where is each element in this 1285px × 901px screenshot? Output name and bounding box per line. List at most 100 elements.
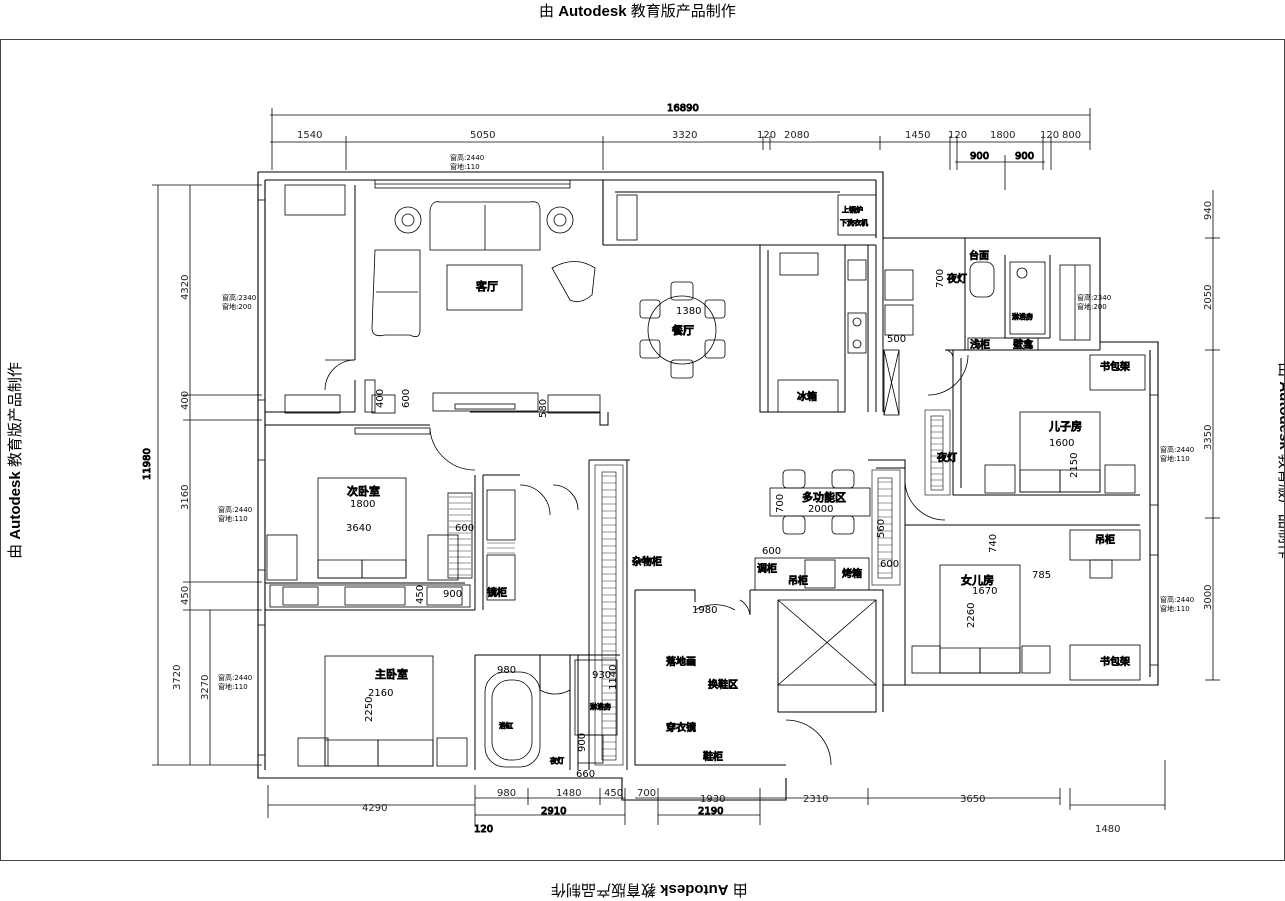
bottom-dimension-lines: [267, 760, 1166, 825]
room-shoe-area: 换鞋区: [708, 678, 738, 691]
dim-top-5: 1450: [905, 130, 930, 141]
dim-inner-d2260: 2260: [966, 603, 977, 628]
label-washer: 下洗衣机: [840, 218, 868, 227]
dim-top-9: 800: [1062, 130, 1081, 141]
window-note-w_bath-1: 窗地:200: [1077, 302, 1107, 311]
label-bookshelf-2: 书包架: [1100, 655, 1130, 668]
dim-inner-d3640: 3640: [346, 523, 371, 534]
window-note-w_living-1: 窗地:200: [222, 302, 252, 311]
living-furniture: [284, 184, 601, 414]
kitchen-furniture: [777, 252, 900, 416]
top-dimension-lines: [270, 108, 1091, 190]
dim-right-2: 3350: [1203, 425, 1214, 450]
dim-top-6: 120: [948, 130, 967, 141]
dim-inner-d600b: 600: [455, 523, 474, 534]
dim-inner-d450: 450: [415, 585, 426, 604]
dim-left-inner: 3270: [200, 675, 211, 700]
dim-bottom-120: 120: [474, 824, 493, 835]
dim-right-0: 940: [1203, 201, 1214, 220]
dim-bottom-1: 980: [497, 788, 516, 799]
dim-left-3: 450: [180, 586, 191, 605]
label-night-light-1: 夜灯: [947, 272, 967, 285]
dim-inner-d700b: 700: [935, 269, 946, 288]
window-note-w_top-1: 窗地:110: [450, 162, 480, 171]
dim-inner-d740: 740: [988, 534, 999, 553]
label-seasoning-cabinet: 调柜: [757, 562, 777, 575]
multi-area-furniture: [754, 469, 877, 686]
dim-inner-d1670: 1670: [972, 586, 997, 597]
label-boiler: 上锅炉: [842, 205, 863, 214]
window-note-w_living-0: 窗高:2340: [222, 293, 256, 302]
dim-inner-d1980: 1980: [692, 605, 717, 616]
dim-left-2: 3160: [180, 485, 191, 510]
second-bedroom-furniture: [266, 477, 516, 608]
right-dimension-lines: [1205, 190, 1220, 681]
dim-top-sub-1: 900: [970, 151, 989, 162]
window-note-w_second-0: 窗高:2440: [218, 505, 252, 514]
dim-inner-d2250: 2250: [364, 697, 375, 722]
dim-top-total: 16890: [667, 103, 699, 114]
dim-left-1: 400: [180, 391, 191, 410]
label-night-light-3: 夜灯: [550, 756, 564, 765]
dim-inner-d700a: 700: [775, 494, 786, 513]
room-shower-top: 淋浴房: [1012, 312, 1033, 321]
room-dining: 餐厅: [672, 323, 694, 337]
dim-bottom-2: 1480: [556, 788, 581, 799]
room-second-bedroom: 次卧室: [347, 484, 380, 498]
left-dimension-lines: [152, 184, 262, 766]
label-dress-mirror: 穿衣镜: [666, 721, 696, 734]
dim-inner-d2160: 2160: [368, 688, 393, 699]
dim-inner-d600c: 600: [880, 559, 899, 570]
label-fridge: 冰箱: [797, 390, 817, 403]
master-bedroom-furniture: [297, 655, 618, 768]
dim-top-4: 2080: [784, 130, 809, 141]
dim-left-4: 3720: [172, 665, 183, 690]
label-wall-niche: 壁龛: [1013, 338, 1033, 351]
dim-inner-d1600: 1600: [1049, 438, 1074, 449]
label-night-light-2: 夜灯: [937, 451, 957, 464]
dim-top-2: 3320: [672, 130, 697, 141]
label-shoe-cabinet: 鞋柜: [703, 750, 723, 763]
window-note-w_son-0: 窗高:2440: [1160, 445, 1194, 454]
room-son: 儿子房: [1049, 420, 1082, 433]
dim-left-total: 11980: [142, 448, 153, 480]
dim-top-0: 1540: [297, 130, 322, 141]
dim-bottom-8: 1480: [1095, 824, 1120, 835]
storage-racks: [594, 409, 951, 766]
viewport-frame: [0, 39, 1285, 861]
dim-right-3: 3000: [1203, 585, 1214, 610]
dim-bottom-7: 3650: [960, 794, 985, 805]
dim-bottom-0: 4290: [362, 803, 387, 814]
window-note-w_bath-0: 窗高:2340: [1077, 293, 1111, 302]
outer-walls: [257, 171, 1159, 801]
interior-walls: [265, 185, 1140, 770]
label-shallow-cabinet: 浅柜: [970, 338, 990, 351]
window-note-w_son-1: 窗地:110: [1160, 454, 1190, 463]
dim-inner-d2000: 2000: [808, 504, 833, 515]
dim-inner-d580: 580: [538, 399, 549, 418]
dim-inner-d930: 930: [592, 670, 611, 681]
label-oven: 烤箱: [842, 567, 862, 580]
room-shower-master: 淋浴房: [590, 702, 611, 711]
dim-bottom2-1: 2910: [541, 806, 566, 817]
dim-bottom-6: 2310: [803, 794, 828, 805]
dim-inner-d900: 900: [443, 589, 462, 600]
dim-bottom2-2: 2190: [698, 806, 723, 817]
label-hanging-cabinet-1: 吊柜: [1095, 533, 1115, 546]
dim-inner-d2150: 2150: [1069, 453, 1080, 478]
dim-top-1: 5050: [470, 130, 495, 141]
doors: [324, 349, 969, 766]
dim-left-0: 4320: [180, 275, 191, 300]
dim-inner-d980: 980: [497, 665, 516, 676]
daughter-room-furniture: [911, 529, 1141, 681]
room-living: 客厅: [476, 279, 498, 293]
window-note-w_daughter-0: 窗高:2440: [1160, 595, 1194, 604]
label-basin: 台面: [969, 249, 989, 262]
window-note-w_master-0: 窗高:2440: [218, 673, 252, 682]
dim-bottom-4: 700: [637, 788, 656, 799]
watermark-top: 由 Autodesk 教育版产品制作: [539, 3, 736, 20]
dim-top-7: 1800: [990, 130, 1015, 141]
dim-inner-d1380: 1380: [676, 306, 701, 317]
dim-inner-d500: 500: [887, 334, 906, 345]
